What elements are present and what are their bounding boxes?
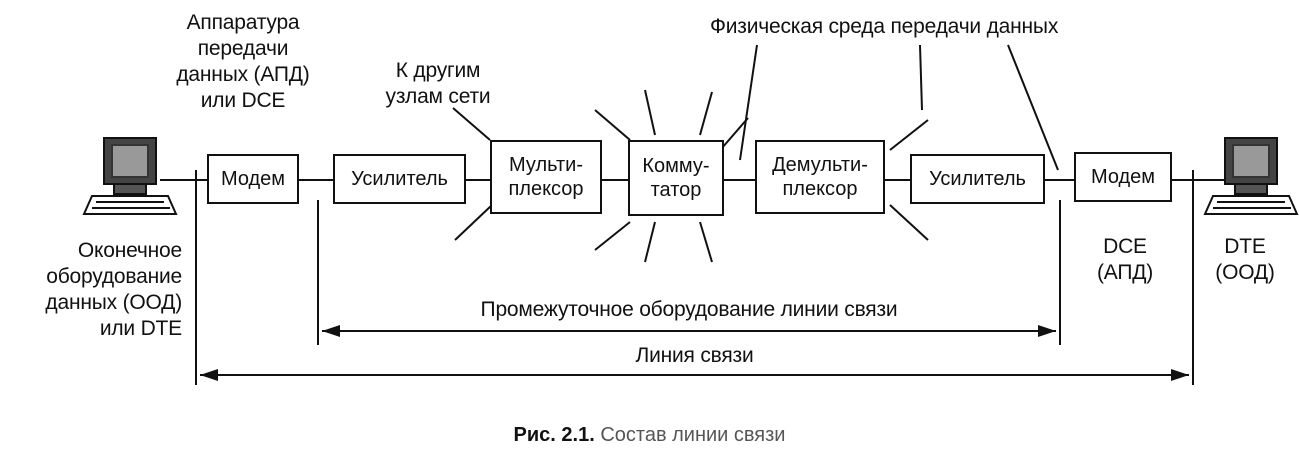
dte-right-label: DTE (ООД) xyxy=(1215,235,1275,284)
multiplexer-box: Мульти- плексор xyxy=(490,140,602,214)
other-nodes-label: К другим узлам сети xyxy=(385,59,491,108)
switch-label-2: татор xyxy=(650,179,702,201)
physical-medium-label: Физическая среда передачи данных xyxy=(710,15,1059,38)
intermediate-equipment-label: Промежуточное оборудование линии связи xyxy=(480,298,898,321)
modem-right-box: Модем xyxy=(1074,152,1172,202)
demultiplexer-label-1: Демульти- xyxy=(772,154,868,176)
demux-ray xyxy=(889,119,929,151)
computer-icon-left xyxy=(82,137,178,215)
switch-ray xyxy=(644,89,656,136)
dce-right-label: DCE (АПД) xyxy=(1096,235,1154,284)
medium-leader-1 xyxy=(739,44,758,161)
computer-icon-right xyxy=(1203,137,1299,215)
switch-ray xyxy=(699,221,713,263)
arrowhead xyxy=(322,325,340,337)
dte-left-label: Оконечное оборудование данных (ООД) или … xyxy=(45,239,182,340)
switch-ray xyxy=(644,221,656,263)
amplifier-right-box: Усилитель xyxy=(910,154,1045,204)
arrowhead xyxy=(1171,369,1189,381)
arrowhead xyxy=(1038,325,1056,337)
switch-ray xyxy=(699,91,713,136)
mux-ray xyxy=(454,204,493,241)
modem-left-label: Модем xyxy=(220,168,286,190)
switch-label-1: Комму- xyxy=(642,155,710,177)
communication-link-label: Линия связи xyxy=(635,344,754,367)
modem-left-box: Модем xyxy=(207,154,299,204)
modem-right-label: Модем xyxy=(1090,166,1156,188)
amplifier-left-box: Усилитель xyxy=(333,154,466,204)
figure-number: Рис. 2.1. xyxy=(513,424,595,446)
other-nodes-leader xyxy=(452,107,491,141)
multiplexer-label-2: плексор xyxy=(508,178,584,200)
demultiplexer-label-2: плексор xyxy=(782,178,858,200)
switch-ray xyxy=(594,109,631,141)
figure-caption: Рис. 2.1. Состав линии связи xyxy=(0,424,1299,447)
switch-box: Комму- татор xyxy=(628,140,724,216)
medium-leader-3 xyxy=(1007,44,1059,171)
arrowhead xyxy=(200,369,218,381)
medium-leader-2 xyxy=(919,44,923,111)
demux-ray xyxy=(889,204,929,241)
amplifier-right-label: Усилитель xyxy=(929,168,1026,190)
switch-ray xyxy=(594,221,631,251)
multiplexer-label-1: Мульти- xyxy=(509,154,583,176)
demultiplexer-box: Демульти- плексор xyxy=(755,140,885,214)
figure-caption-text: Состав линии связи xyxy=(600,424,786,446)
amplifier-left-label: Усилитель xyxy=(351,168,448,190)
dce-left-label: Аппаратура передачи данных (АПД) или DCE xyxy=(176,11,310,112)
switch-ray xyxy=(721,117,749,149)
